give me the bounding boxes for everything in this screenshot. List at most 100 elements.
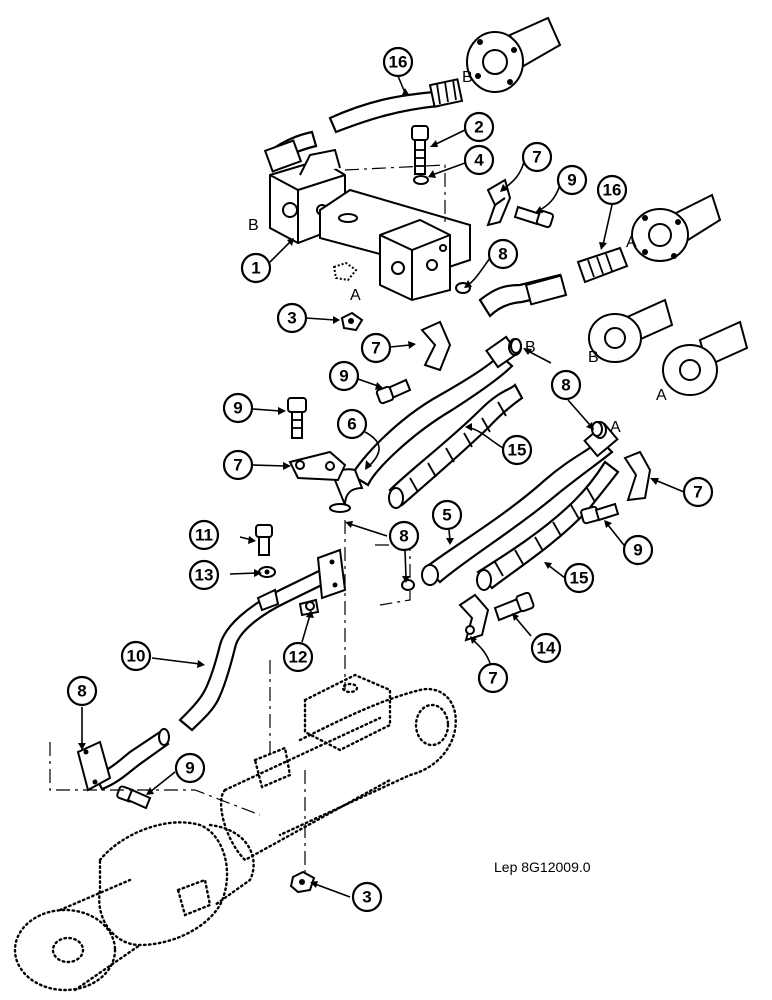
bolt-9-left — [287, 397, 307, 439]
tube-lower-left — [76, 728, 170, 792]
callout-label: 7 — [532, 148, 541, 167]
callout-label: 8 — [561, 376, 570, 395]
callout-7-bottom: 7 — [477, 662, 509, 694]
bolt-11-and-washer-13 — [255, 524, 276, 578]
callout-label: 8 — [77, 682, 86, 701]
callout-label: 13 — [195, 566, 214, 585]
callout-4: 4 — [463, 144, 495, 176]
callout-8-right: 8 — [550, 369, 582, 401]
flange-right-a — [631, 193, 722, 262]
callout-label: 9 — [233, 399, 242, 418]
callout-8-bottom-left: 8 — [66, 675, 98, 707]
callout-label: 9 — [567, 171, 576, 190]
callout-label: 10 — [127, 647, 146, 666]
part-illustrations — [13, 16, 749, 992]
callout-6: 6 — [336, 408, 368, 440]
callout-label: 8 — [399, 527, 408, 546]
hydraulic-cylinder-outline — [13, 673, 457, 992]
callout-9-right: 9 — [622, 534, 654, 566]
callout-7-top: 7 — [521, 141, 553, 173]
port-letter-a-hose-16: A — [626, 234, 637, 251]
callout-label: 7 — [693, 483, 702, 502]
o-rings-8 — [401, 338, 603, 591]
clamp-7-middle — [420, 320, 452, 372]
callout-15-upper: 15 — [501, 434, 533, 466]
callout-11: 11 — [188, 519, 220, 551]
clamp-7-top — [486, 178, 512, 227]
manifold-block-a — [379, 218, 451, 302]
callout-label: 12 — [289, 648, 308, 667]
callout-3-bottom: 3 — [351, 881, 383, 913]
callout-label: 8 — [498, 245, 507, 264]
callout-label: 14 — [537, 639, 556, 658]
port-letter-b-flange: B — [588, 349, 599, 366]
flanges-right-middle — [588, 298, 749, 396]
sleeve-15-lower — [476, 460, 620, 591]
callout-10: 10 — [120, 640, 152, 672]
nut-3-bottom — [289, 870, 316, 894]
callout-label: 1 — [251, 259, 260, 278]
bolt-9-middle — [375, 378, 412, 405]
callout-9-left: 9 — [222, 392, 254, 424]
callout-16-right: 16 — [596, 174, 628, 206]
callout-label: 5 — [442, 506, 451, 525]
callout-label: 7 — [233, 456, 242, 475]
callout-15-lower: 15 — [563, 562, 595, 594]
port-letter-b-manifold: B — [248, 217, 259, 234]
leader-lines — [78, 75, 685, 898]
port-letter-a-hose-5: A — [610, 419, 621, 436]
callout-label: 11 — [195, 526, 213, 545]
bolt-2 — [411, 125, 429, 185]
callout-label: 3 — [362, 888, 371, 907]
callout-9-bottom-left: 9 — [174, 752, 206, 784]
callout-12: 12 — [282, 641, 314, 673]
callouts: 16 2 4 7 9 16 1 8 3 7 9 8 9 6 15 7 7 11 … — [66, 46, 714, 913]
callout-label: 7 — [371, 339, 380, 358]
tube-10 — [178, 548, 347, 732]
flange-top-right — [466, 16, 562, 93]
hose-16-top — [263, 78, 464, 173]
sleeve-15-upper — [388, 383, 524, 509]
callout-7-right: 7 — [682, 476, 714, 508]
callout-label: 2 — [474, 118, 483, 137]
callout-3-upper: 3 — [276, 302, 308, 334]
callout-8-top: 8 — [487, 238, 519, 270]
hose-16-right — [455, 246, 629, 318]
callout-label: 4 — [474, 151, 484, 170]
callout-label: 9 — [185, 759, 194, 778]
callout-label: 15 — [570, 569, 589, 588]
callout-8-middle: 8 — [388, 520, 420, 552]
port-letter-b-hose-6: B — [525, 339, 536, 356]
bolt-9-right — [580, 502, 620, 525]
callout-5: 5 — [431, 499, 463, 531]
callout-9-top: 9 — [556, 164, 588, 196]
callout-7-left: 7 — [222, 449, 254, 481]
callout-label: 3 — [287, 309, 296, 328]
callout-13: 13 — [188, 559, 220, 591]
port-letter-a-manifold: A — [350, 287, 361, 304]
port-letters: B B A A B B A A — [248, 69, 667, 436]
bolt-9-top — [513, 205, 555, 229]
callout-2: 2 — [463, 111, 495, 143]
callout-label: 9 — [339, 367, 348, 386]
callout-1: 1 — [240, 252, 272, 284]
callout-label: 9 — [633, 541, 642, 560]
clamp-7-right — [623, 450, 652, 502]
callout-14: 14 — [530, 632, 562, 664]
callout-7-middle: 7 — [360, 332, 392, 364]
callout-9-middle: 9 — [328, 360, 360, 392]
clamp-7-left — [288, 450, 347, 482]
callout-label: 7 — [488, 669, 497, 688]
callout-label: 6 — [347, 415, 356, 434]
port-letter-a-flange: A — [656, 387, 667, 404]
drawing-reference-code: Lep 8G12009.0 — [494, 859, 591, 875]
callout-label: 16 — [389, 53, 408, 72]
callout-label: 16 — [603, 181, 622, 200]
hose-5 — [421, 421, 619, 586]
bolt-9-bottom-left — [116, 785, 152, 810]
bolt-14 — [493, 591, 535, 622]
callout-16-top: 16 — [382, 46, 414, 78]
nut-3-upper — [332, 261, 364, 332]
assembly-guide-lines — [49, 520, 411, 880]
